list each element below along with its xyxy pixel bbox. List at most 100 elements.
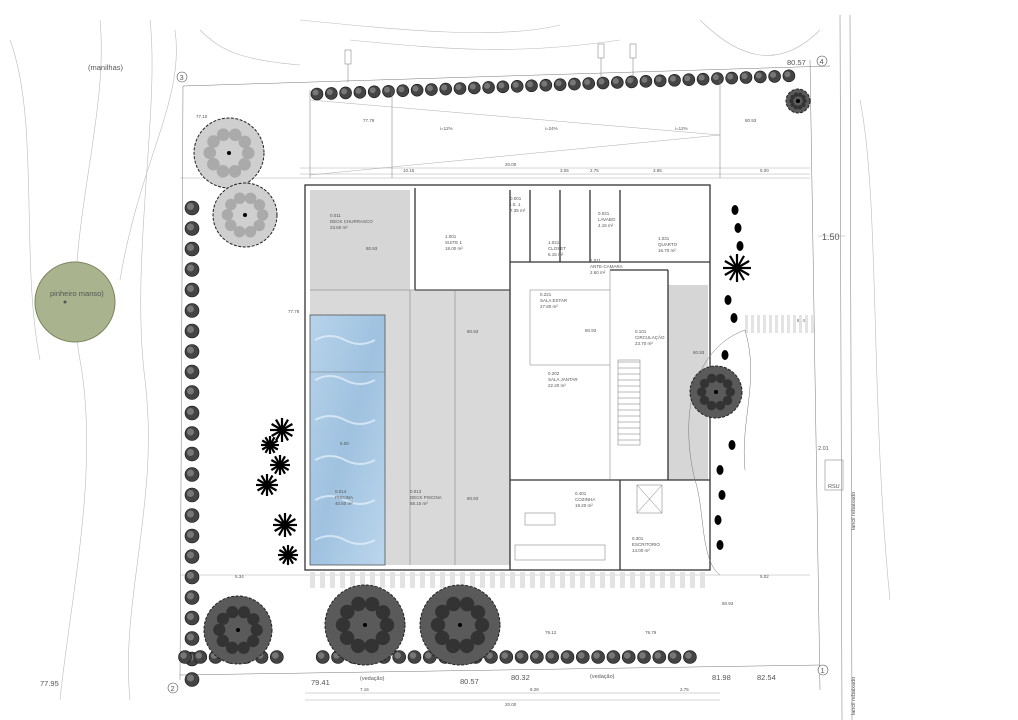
level-sala: 80.93 (585, 328, 597, 333)
dim-bottom-a: 7.16 (360, 687, 369, 692)
hedge-top (310, 69, 796, 101)
room-name: QUARTO (658, 242, 678, 247)
room-code: 0.014 (335, 489, 347, 494)
corner-2: 2 (171, 684, 175, 693)
lancil-bottom: lancil rebaixado (851, 677, 857, 715)
room-name: SALA ESTAR (540, 298, 568, 303)
staircase (617, 359, 641, 446)
kitchen-counter (514, 544, 606, 561)
tree (324, 584, 406, 666)
room-name: ESCRITORIO (632, 542, 660, 547)
room-name: LAVABO (598, 217, 616, 222)
trees (193, 88, 811, 666)
pool (309, 314, 386, 566)
lancil-top: lancil rebaixado (851, 492, 857, 530)
rsu-box (824, 459, 844, 491)
room-code: 1.011 (590, 258, 601, 263)
level-top-right: 80.57 (787, 58, 806, 67)
room-code: 1.031 (658, 236, 670, 241)
kitchen-island (524, 512, 556, 526)
room-area: 22.20 m² (548, 383, 566, 388)
room-code: 0.221 (540, 292, 552, 297)
level-yard-left: 79.12 (545, 630, 557, 635)
room-area: 23.60 m² (330, 225, 348, 230)
level-bottom-4: 81.98 (712, 673, 731, 682)
level-bottom-1: 79.41 (311, 678, 330, 687)
garden-level-left: 77.79 (363, 118, 375, 123)
bottom-levels: 77.95 79.41 80.57 80.32 81.98 82.54 80.5… (40, 58, 806, 688)
level-markers: 80.93 80.93 80.93 80.93 80.93 77.78 80.9… (288, 246, 809, 635)
pine-label: pinheiro manso) (50, 289, 104, 298)
room-name: DECK CHURRASCO (330, 219, 373, 224)
tree (689, 365, 743, 419)
slope-lines: i=12% i=24% i=12% 77.79 80.93 77.10 (196, 80, 757, 178)
palm (261, 436, 279, 454)
room-code: 0.021 (598, 211, 610, 216)
room-area: 88.15 m² (410, 501, 428, 506)
dim-150: 1.50 (822, 232, 840, 242)
slope-1: i=12% (440, 126, 453, 131)
street-right: 1.50 2.01 RSU lancil rebaixado lancil re… (818, 14, 857, 720)
room-name: PISCINA (335, 495, 353, 500)
room-name: ANTE-CAMARA (590, 264, 623, 269)
tree (419, 584, 501, 666)
room-area: 40.50 m² (335, 501, 353, 506)
dimension-top: 20.00 10.15 3.05 2.75 3.85 5.00 (300, 162, 810, 175)
dim-top-d: 3.85 (653, 168, 662, 173)
dim-top-total: 20.00 (505, 162, 517, 167)
room-code: 0.301 (632, 536, 644, 541)
level-bottom-2: 80.57 (460, 677, 479, 686)
dim-201: 2.01 (818, 446, 829, 452)
level-right-low: 80.93 (722, 601, 734, 606)
dim-top-a: 10.15 (403, 168, 415, 173)
dim-top-b: 3.05 (560, 168, 569, 173)
room-name: SALA JANTAR (548, 377, 578, 382)
tree (785, 88, 811, 114)
level-bottom-left: 77.95 (40, 679, 59, 688)
palms (256, 205, 751, 565)
tree (203, 595, 273, 665)
dimension-bottom: 7.16 8.28 2.75 20.00 5.34 5.02 5.00 (235, 441, 769, 707)
room-area: 27.80 m² (540, 304, 558, 309)
upper-left-level: 77.10 (196, 114, 208, 119)
level-bottom-5: 82.54 (757, 673, 776, 682)
deck-churrasco-area (310, 190, 410, 290)
level-bottom-3: 80.32 (511, 673, 530, 682)
dim-left-a: 5.34 (235, 574, 244, 579)
level-yard-right: 79.79 (645, 630, 657, 635)
corner-markers: 3 4 2 1 (167, 55, 829, 694)
dim-top-c: 2.75 (590, 168, 599, 173)
dim-bottom-c: 2.75 (680, 687, 689, 692)
room-code: 0.101 (635, 329, 647, 334)
dim-top-e: 5.00 (760, 168, 769, 173)
palm (270, 418, 294, 442)
terrain-contours (9, 19, 891, 701)
tree (193, 117, 265, 189)
dim-bottom-total: 20.00 (505, 702, 517, 707)
room-area: 7.35 m² (510, 208, 526, 213)
pine-tree-left: pinheiro manso) (34, 261, 116, 343)
palm (270, 455, 290, 475)
level-pool: 80.93 (467, 329, 479, 334)
room-area: 14.00 m² (632, 548, 650, 553)
corner-4: 4 (820, 57, 824, 66)
level-deck-churrasco: 80.93 (366, 246, 378, 251)
room-name: CIRCULAÇÃO (635, 334, 665, 340)
room-area: 6.15 m² (548, 252, 564, 257)
garden-level-right: 80.93 (745, 118, 757, 123)
corner-1: 1 (821, 666, 825, 675)
manilhas-label: (manilhas) (88, 63, 124, 72)
palm (278, 545, 298, 565)
room-code: 1.021 (548, 240, 560, 245)
